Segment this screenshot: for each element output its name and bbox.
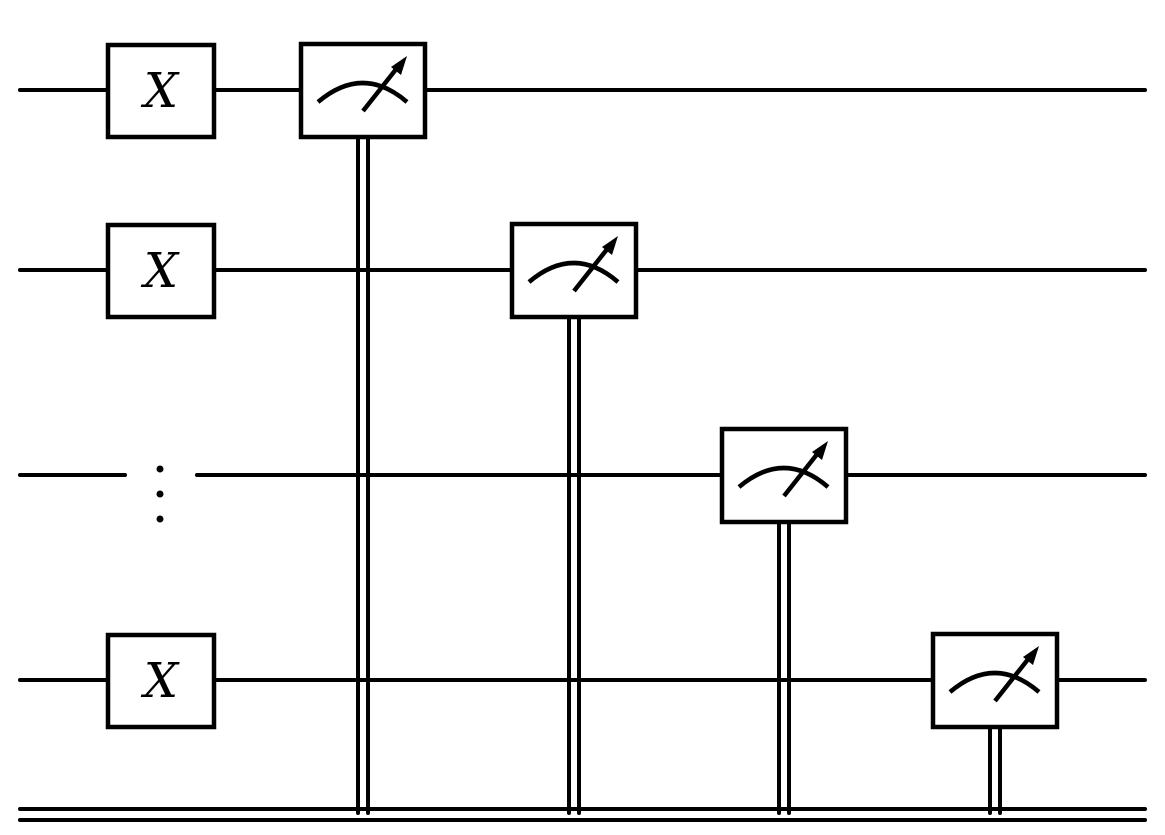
meter-icon (722, 429, 846, 522)
classical-register (18, 807, 1147, 822)
meter-icon (301, 44, 425, 137)
measurement-gate-0 (301, 44, 425, 137)
x-gate-label: X (140, 653, 180, 709)
meter-icon (512, 224, 636, 317)
x-gate-0: X (105, 42, 217, 140)
x-gate-label: X (140, 243, 180, 299)
measurement-gate-2 (722, 429, 846, 522)
qubit-wires (18, 88, 1147, 682)
vertical-ellipsis (156, 465, 164, 523)
measurement-gate-1 (512, 224, 636, 317)
classical-wires (356, 135, 1002, 815)
meter-icon (933, 634, 1057, 727)
x-gate-1: X (105, 222, 217, 320)
x-gate-label: X (140, 63, 180, 119)
x-gate-n: X (105, 632, 217, 730)
measurement-gate-n (933, 634, 1057, 727)
